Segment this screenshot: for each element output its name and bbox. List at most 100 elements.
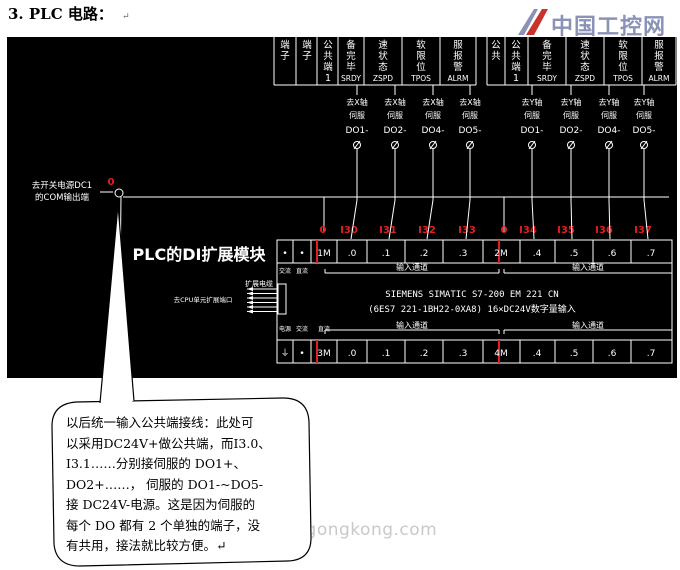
header-zspd2-text: 速 <box>580 40 590 51</box>
servo-pin-label: DO5- <box>633 126 656 136</box>
input-channel-label: 输入通道 <box>572 262 604 272</box>
terminal-slash <box>466 140 474 150</box>
servo-pin-label: DO5- <box>459 126 482 136</box>
callout-line: 以后统一输入公共端接线：此处可 <box>66 415 254 430</box>
terminal-slash <box>353 140 361 150</box>
callout-line: 有共用，接法就比较方便。↵ <box>66 538 227 553</box>
servo-axis-label: 去X轴 <box>459 97 480 107</box>
bottom-terminal-label: .4 <box>533 349 542 359</box>
diagram-canvas: 端子端子公共端1备完毕SRDY速状态ZSPD软限位TPOS服报警ALRM公共端1… <box>32 37 677 371</box>
servo-axis-label: 去Y轴 <box>561 97 582 107</box>
top-terminal-label: • <box>299 249 304 259</box>
servo-name-label: 伺服 <box>462 110 478 120</box>
header-zspd-text: 状 <box>378 50 388 62</box>
arrow-icon <box>247 296 253 300</box>
top-terminal-label: .7 <box>647 249 656 259</box>
expansion-port <box>277 283 287 315</box>
arrow-icon <box>247 291 253 296</box>
input-wire <box>570 199 573 240</box>
bottom-terminal-label: .5 <box>570 349 579 359</box>
servo-name-label: 伺服 <box>425 110 441 120</box>
header-com4-text: 公 <box>511 40 521 51</box>
top-terminal-label: .6 <box>608 249 617 259</box>
arrow-icon <box>247 287 253 291</box>
header-zspd-text: 速 <box>378 40 388 51</box>
terminal-circle-icon <box>605 141 613 149</box>
bottom-terminal-label: .7 <box>647 349 656 359</box>
header-com3-text: 1 <box>325 73 331 84</box>
input-wire <box>465 199 471 240</box>
servo-pin-label: DO4- <box>598 126 621 136</box>
top-terminal-label: .5 <box>570 249 579 259</box>
header-com3-text: 端 <box>323 61 333 73</box>
header-com4-text: 端 <box>511 61 521 73</box>
header-com2-text: 端 <box>302 39 312 51</box>
header-tpos-text: TPOS <box>410 74 431 83</box>
top-terminal-label: .0 <box>348 249 357 259</box>
module-model-text: SIEMENS SIMATIC S7-200 EM 221 CN <box>385 290 558 300</box>
header-srdy-text: 备 <box>346 39 356 51</box>
top-terminal-label: .2 <box>420 249 429 259</box>
header-srdy2-text: SRDY <box>537 74 557 83</box>
top-terminal-label: .3 <box>459 249 468 259</box>
module-part-text: (6ES7 221-1BH22-0XA8) 16×DC24V数字量输入 <box>368 303 576 315</box>
servo-name-label: 伺服 <box>524 110 540 120</box>
header-srdy2-text: 完 <box>542 50 552 62</box>
module-title: PLC的DI扩展模块 <box>133 245 267 264</box>
top-terminal-label: .1 <box>382 249 391 259</box>
callout-line: 以采用DC24V+做公共端，而I3.0、 <box>66 435 271 451</box>
servo-pin-label: DO4- <box>422 126 445 136</box>
bottom-terminal-label: 4M <box>494 349 508 359</box>
input-address-label: I35 <box>557 225 575 236</box>
section-heading: 3. PLC 电路： ↵ <box>8 3 130 24</box>
callout-text: 以后统一输入公共端接线：此处可 以采用DC24V+做公共端，而I3.0、 I3.… <box>66 413 306 557</box>
header-alrm-text: 警 <box>453 61 463 73</box>
small-label: 直流 <box>318 325 330 333</box>
header-zspd2-text: 状 <box>580 50 590 62</box>
terminal-slash <box>429 140 437 150</box>
input-address-label: I31 <box>379 225 397 236</box>
header-com-edge-text: 共 <box>491 51 501 62</box>
header-tpos2-text: 软 <box>618 39 628 51</box>
header-srdy2-text: 备 <box>542 39 552 51</box>
top-terminal-label: .4 <box>533 249 542 259</box>
servo-axis-label: 去X轴 <box>346 97 367 107</box>
header-srdy-text: 毕 <box>346 61 356 73</box>
bottom-terminal-label: .0 <box>348 349 357 359</box>
bottom-terminal-label: .2 <box>420 349 429 359</box>
servo-name-label: 伺服 <box>563 110 579 120</box>
servo-pin-label: DO2- <box>384 126 407 136</box>
bottom-terminal-label: • <box>299 349 304 359</box>
header-tpos-text: 位 <box>416 61 426 73</box>
header-tpos-text: 限 <box>416 51 426 62</box>
header-alrm2-text: 服 <box>654 40 664 51</box>
terminal-slash <box>391 140 399 150</box>
header-srdy-text: 完 <box>346 50 356 62</box>
header-tpos2-text: TPOS <box>612 74 633 83</box>
header-alrm2-text: ALRM <box>649 74 670 83</box>
terminal-circle-icon <box>466 141 474 149</box>
logo-text: 中国工控网 <box>551 15 667 40</box>
input-wire <box>643 199 649 240</box>
terminal-slash <box>567 140 575 150</box>
header-com-edge-text: 公 <box>491 40 501 51</box>
terminal-circle-icon <box>353 141 361 149</box>
header-tpos2-text: 限 <box>618 51 628 62</box>
servo-pin-label: DO2- <box>560 126 583 136</box>
header-zspd2-text: ZSPD <box>575 74 595 83</box>
terminal-circle-icon <box>567 141 575 149</box>
header-zspd-text: 态 <box>378 61 388 73</box>
servo-name-label: 伺服 <box>387 110 403 120</box>
servo-axis-label: 去X轴 <box>422 97 443 107</box>
input-wire <box>426 199 434 240</box>
callout-line: DO2+……， 伺服的 DO1-~DO5- <box>66 476 264 492</box>
header-zspd-text: ZSPD <box>373 74 393 83</box>
top-terminal-label: 2M <box>494 249 508 259</box>
servo-axis-label: 去Y轴 <box>522 97 543 107</box>
input-address-label: I37 <box>634 225 652 236</box>
header-alrm-text: ALRM <box>448 74 469 83</box>
bottom-terminal-label: 3M <box>317 349 331 359</box>
header-srdy-text: SRDY <box>341 74 361 83</box>
input-address-label: I36 <box>595 225 613 236</box>
